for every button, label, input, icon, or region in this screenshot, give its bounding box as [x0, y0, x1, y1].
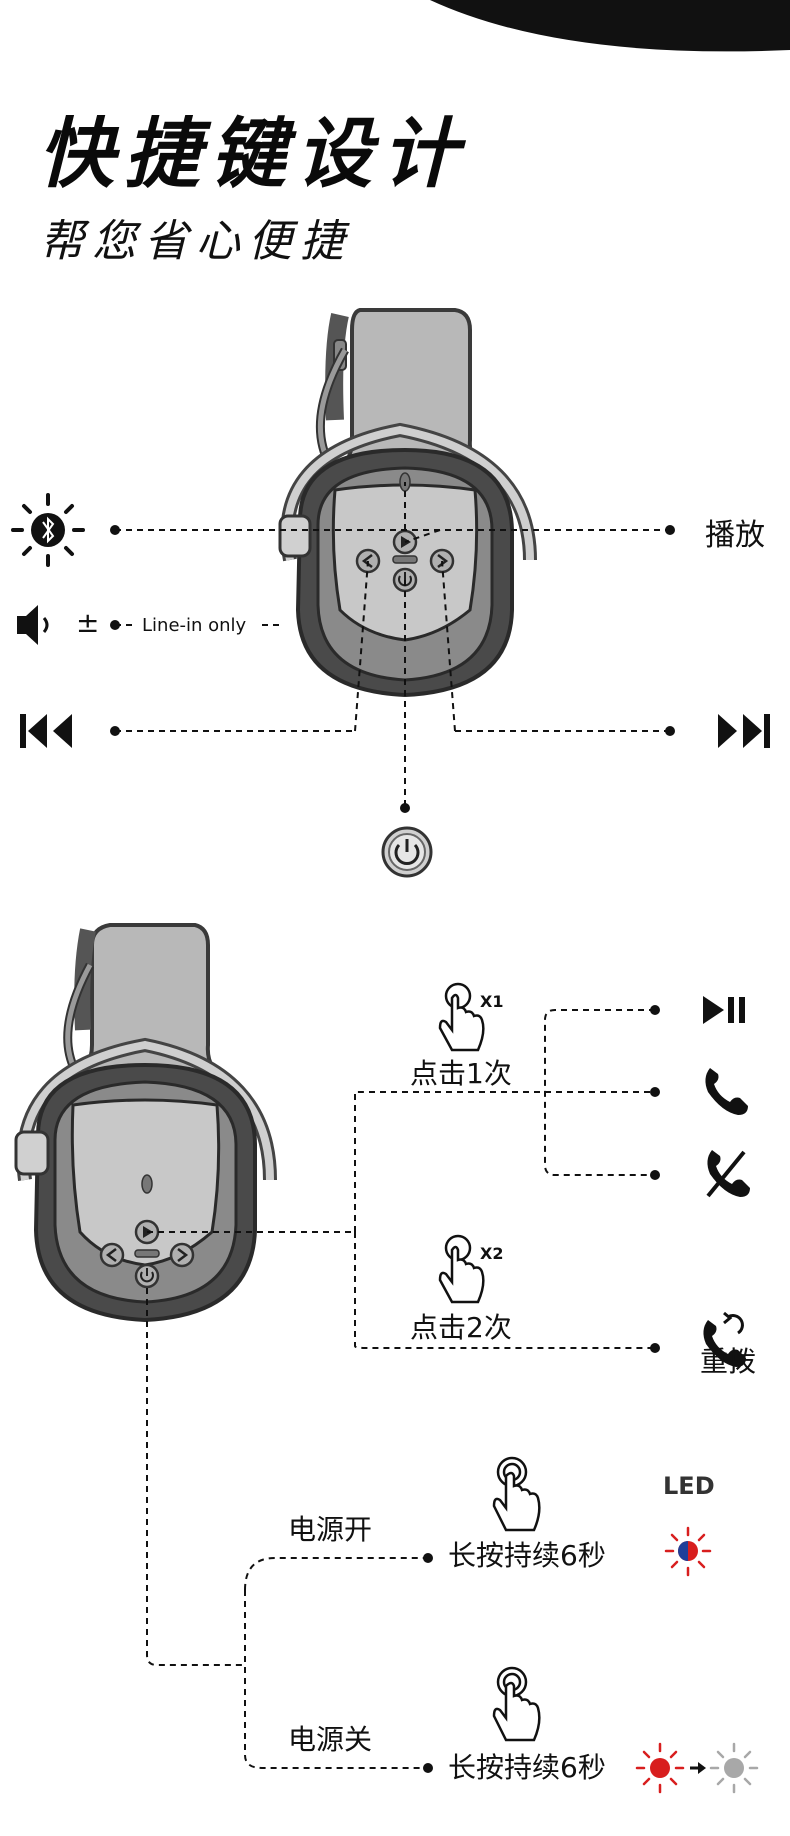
previous-track-icon — [20, 714, 72, 748]
tap-twice-label: 点击2次 — [410, 1311, 512, 1344]
arrow-right-icon — [690, 1762, 706, 1774]
long-press-off-label: 长按持续6秒 — [448, 1751, 606, 1784]
page-subtitle: 帮您省心便捷 — [40, 216, 352, 267]
led-label: LED — [663, 1472, 715, 1500]
speaker-volume-icon — [17, 605, 49, 645]
panel-prev-button-2[interactable] — [99, 1242, 125, 1268]
panel-next-button-2[interactable] — [169, 1242, 195, 1268]
long-press-off-hand-icon — [492, 1666, 541, 1742]
line-in-label: Line-in only — [142, 615, 247, 636]
long-press-on-label: 长按持续6秒 — [448, 1539, 606, 1572]
tap-twice-badge: X2 — [480, 1244, 504, 1263]
play-pause-icon — [703, 996, 745, 1024]
bottom-diagram — [14, 923, 759, 1794]
phone-answer-icon — [705, 1068, 748, 1115]
tap-twice-hand-icon — [438, 1234, 485, 1304]
phone-hangup-icon — [706, 1150, 750, 1198]
top-diagram — [11, 308, 770, 878]
tap-once-hand-icon — [438, 982, 485, 1052]
bluetooth-light-icon — [11, 493, 85, 567]
play-label: 播放 — [705, 518, 765, 553]
phone-redial-icon — [703, 1311, 746, 1367]
panel-volume-bar[interactable] — [392, 555, 418, 564]
power-icon — [381, 826, 433, 878]
volume-symbol: ± — [76, 606, 100, 639]
power-off-label: 电源关 — [288, 1723, 373, 1756]
power-on-label: 电源开 — [288, 1513, 373, 1546]
led-gray-icon — [709, 1742, 759, 1794]
page-title: 快捷键设计 — [38, 109, 468, 198]
redial-label: 重拨 — [700, 1345, 757, 1378]
next-track-icon — [718, 714, 770, 748]
header-arc — [430, 0, 790, 52]
tap-once-badge: X1 — [480, 992, 504, 1011]
led-blue-red-icon — [664, 1526, 712, 1577]
long-press-on-hand-icon — [492, 1456, 541, 1532]
tap-once-label: 点击1次 — [410, 1057, 512, 1090]
led-red-icon — [635, 1742, 685, 1794]
